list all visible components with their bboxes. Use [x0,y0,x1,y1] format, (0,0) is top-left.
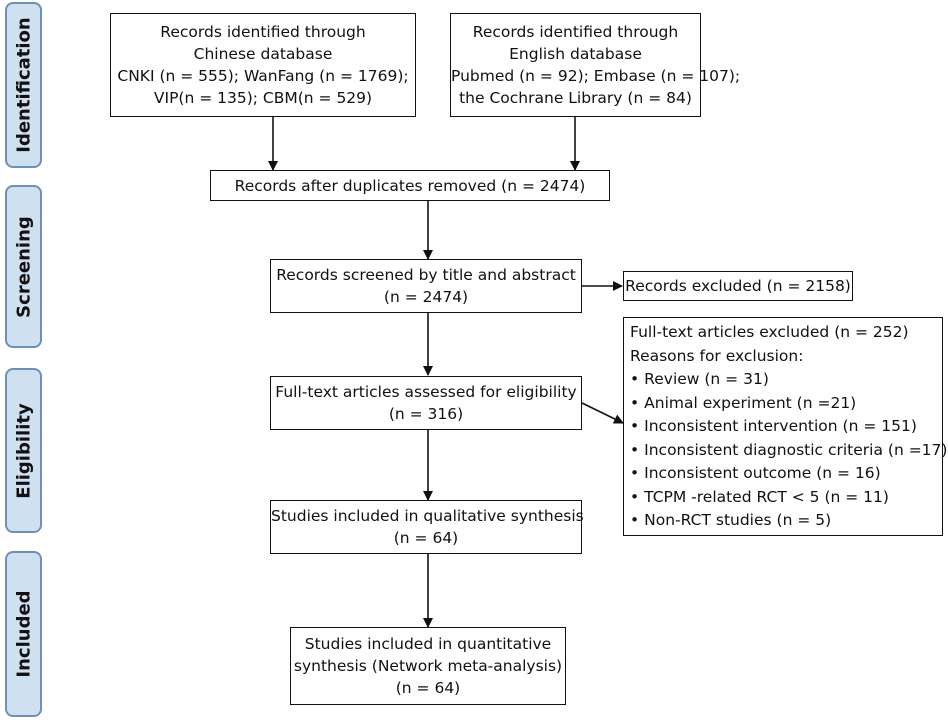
qualitative-synthesis-box: Studies included in qualitative synthesi… [270,500,584,554]
screened-box: Records screened by title and abstract (… [270,259,582,313]
reason-item: Review (n = 31) [630,368,936,392]
box-line: (n = 2474) [383,288,469,306]
box-line: Full-text articles assessed for eligibil… [275,383,577,401]
box-line: Records identified through [472,23,679,41]
records-excluded-box: Records excluded (n = 2158) [623,271,853,301]
box-line: VIP(n = 135); CBM(n = 529) [153,89,373,107]
arrow-fulltext-to-excluded [581,402,624,424]
chinese-database-box: Records identified through Chinese datab… [110,13,416,117]
box-line: Records after duplicates removed (n = 24… [234,176,586,195]
stage-screening: Screening [5,185,42,348]
stage-eligibility: Eligibility [5,368,42,533]
stage-identification: Identification [5,2,42,168]
box-line: synthesis (Network meta-analysis) [293,657,563,675]
fulltext-excluded-box: Full-text articles excluded (n = 252) Re… [623,317,947,536]
box-line: (n = 64) [395,679,461,697]
box-line: Records identified through [160,23,366,41]
english-database-box: Records identified through English datab… [450,13,741,117]
reasons-title: Reasons for exclusion: [630,346,804,365]
box-line: Studies included in quantitative [304,635,552,653]
reason-item: Inconsistent outcome (n = 16) [630,462,936,486]
box-line: Records excluded (n = 2158) [625,277,851,295]
excluded-header: Full-text articles excluded (n = 252) [630,323,909,341]
box-line: English database [509,45,642,63]
box-line: Studies included in qualitative synthesi… [271,507,584,525]
reason-item: TCPM -related RCT < 5 (n = 11) [630,486,936,510]
reason-item: Animal experiment (n =21) [630,392,936,416]
reason-item: Non-RCT studies (n = 5) [630,509,936,533]
box-line: the Cochrane Library (n = 84) [459,89,692,107]
fulltext-assessed-box: Full-text articles assessed for eligibil… [270,376,582,430]
box-line: (n = 64) [393,529,459,547]
box-line: (n = 316) [388,405,464,423]
box-line: Records screened by title and abstract [276,266,576,284]
box-line: CNKI (n = 555); WanFang (n = 1769); [117,67,409,85]
reason-item: Inconsistent diagnostic criteria (n =17) [630,439,947,463]
stage-included: Included [5,551,42,717]
quantitative-synthesis-box: Studies included in quantitative synthes… [290,627,566,705]
box-line: Pubmed (n = 92); Embase (n = 107); [451,67,741,85]
box-line: Chinese database [193,45,333,63]
reason-item: Inconsistent intervention (n = 151) [630,415,936,439]
duplicates-removed-box: Records after duplicates removed (n = 24… [210,170,610,201]
